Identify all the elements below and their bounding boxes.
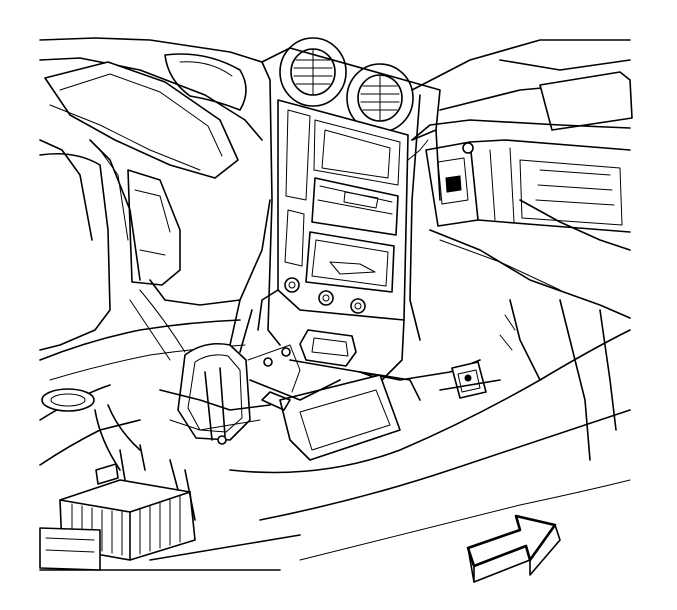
- right-door-pillar: [409, 94, 617, 461]
- floor-drain-plug: [41, 388, 95, 412]
- wiring-harness: [94, 289, 186, 471]
- left-dashboard-panel: [39, 37, 271, 281]
- pedal-assembly: [159, 199, 341, 445]
- forward-direction-arrow: [466, 514, 561, 583]
- center-stack: [257, 47, 441, 381]
- left-kick-panel: [39, 152, 241, 351]
- lower-console: [279, 329, 481, 461]
- floor-contours: [39, 319, 631, 571]
- right-instrument-panel: [411, 39, 633, 319]
- floor-bracket: [439, 361, 501, 399]
- center-air-vents: [279, 37, 414, 133]
- right-air-vent: [346, 63, 414, 133]
- electronic-control-module: [39, 444, 196, 571]
- left-air-vent: [279, 37, 347, 107]
